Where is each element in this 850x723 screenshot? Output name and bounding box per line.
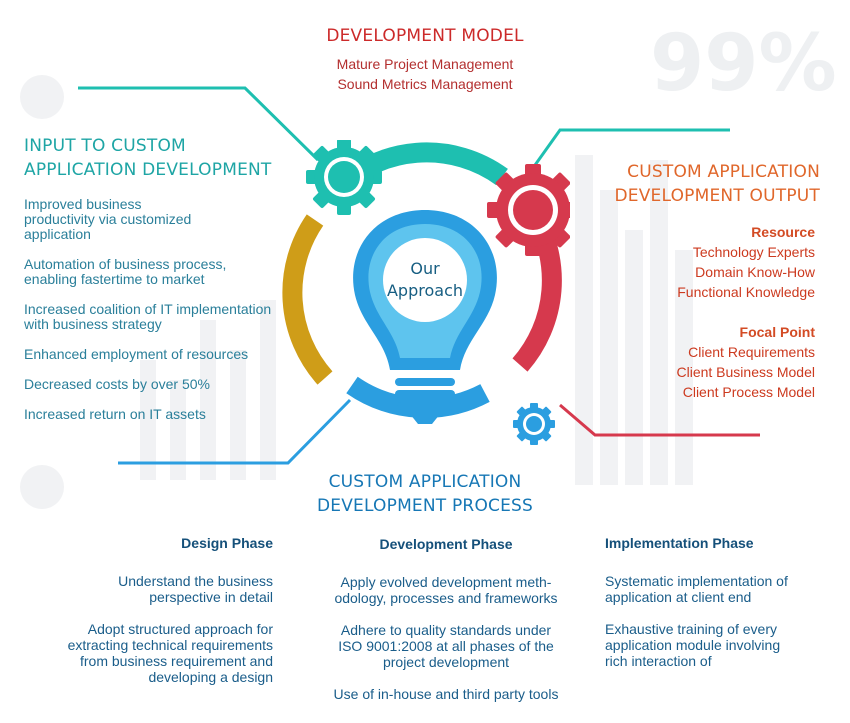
focal-point-item: Client Requirements bbox=[688, 344, 815, 360]
implementation-phase-title: Implementation Phase bbox=[605, 535, 754, 551]
output-section: CUSTOM APPLICATION DEVELOPMENT OUTPUT Re… bbox=[600, 160, 820, 402]
input-title-line1: INPUT TO CUSTOM bbox=[24, 136, 186, 156]
approach-diagram bbox=[282, 140, 570, 445]
process-title: CUSTOM APPLICATION DEVELOPMENT PROCESS bbox=[275, 470, 575, 518]
input-list-item: Improved business productivity via custo… bbox=[24, 196, 192, 242]
bulb-label-line1: Our bbox=[410, 259, 440, 278]
development-model-item: Mature Project Management bbox=[336, 56, 514, 72]
resource-item: Technology Experts bbox=[692, 244, 815, 260]
focal-point-label: Focal Point bbox=[739, 324, 815, 340]
input-section: INPUT TO CUSTOM APPLICATION DEVELOPMENT … bbox=[24, 134, 289, 437]
resource-label: Resource bbox=[751, 224, 815, 240]
design-phase-column: Design Phase Understand the business per… bbox=[45, 535, 273, 685]
bulb-label: Our Approach bbox=[378, 258, 472, 302]
development-model-section: DEVELOPMENT MODEL Mature Project Managem… bbox=[275, 24, 575, 94]
design-phase-item: Understand the business perspective in d… bbox=[118, 573, 273, 605]
design-phase-item: Adopt structured approach for extracting… bbox=[67, 621, 273, 685]
input-list-item: Enhanced employment of resources bbox=[24, 346, 249, 362]
resource-item: Domain Know-How bbox=[695, 264, 815, 280]
process-title-line1: CUSTOM APPLICATION bbox=[328, 472, 522, 492]
focal-point-item: Client Process Model bbox=[682, 384, 815, 400]
teal-gear-icon bbox=[306, 140, 382, 215]
process-title-line2: DEVELOPMENT PROCESS bbox=[316, 496, 534, 516]
output-title-line1: CUSTOM APPLICATION bbox=[627, 162, 820, 182]
blue-gear-icon bbox=[513, 403, 555, 445]
red-connector bbox=[559, 403, 760, 437]
input-list-item: Automation of business process, enabling… bbox=[24, 256, 227, 287]
resource-item: Functional Knowledge bbox=[677, 284, 815, 300]
design-phase-title: Design Phase bbox=[181, 535, 273, 551]
development-phase-item: Apply evolved development meth-odology, … bbox=[334, 574, 558, 606]
output-list: Resource Technology Experts Domain Know-… bbox=[600, 222, 815, 402]
input-list-item: Increased return on IT assets bbox=[24, 406, 206, 422]
output-title-line2: DEVELOPMENT OUTPUT bbox=[614, 186, 820, 206]
watermark-percent: 99% bbox=[650, 19, 837, 109]
ring-mustard-arc bbox=[282, 214, 333, 385]
implementation-phase-column: Implementation Phase Systematic implemen… bbox=[605, 535, 820, 669]
input-list: Improved business productivity via custo… bbox=[24, 197, 289, 422]
red-gear-icon bbox=[487, 164, 570, 256]
development-model-title: DEVELOPMENT MODEL bbox=[326, 26, 524, 46]
development-phase-item: Adhere to quality standards under ISO 90… bbox=[338, 622, 554, 670]
development-model-item: Sound Metrics Management bbox=[337, 76, 513, 92]
implementation-phase-item: Exhaustive training of every application… bbox=[605, 621, 781, 669]
light-bulb-icon bbox=[353, 210, 497, 424]
bulb-label-line2: Approach bbox=[386, 281, 463, 300]
input-list-item: Decreased costs by over 50% bbox=[24, 376, 210, 392]
teal-connector-left bbox=[78, 86, 320, 162]
focal-point-item: Client Business Model bbox=[676, 364, 815, 380]
blue-connector bbox=[118, 398, 352, 465]
development-phase-title: Development Phase bbox=[379, 536, 513, 552]
input-title-line2: APPLICATION DEVELOPMENT bbox=[24, 160, 272, 180]
implementation-phase-item: Systematic implementation of application… bbox=[605, 573, 788, 605]
development-phase-column: Development Phase Apply evolved developm… bbox=[318, 536, 574, 702]
development-phase-item: Use of in-house and third party tools bbox=[333, 686, 559, 702]
input-list-item: Increased coalition of IT implementation… bbox=[24, 301, 272, 332]
